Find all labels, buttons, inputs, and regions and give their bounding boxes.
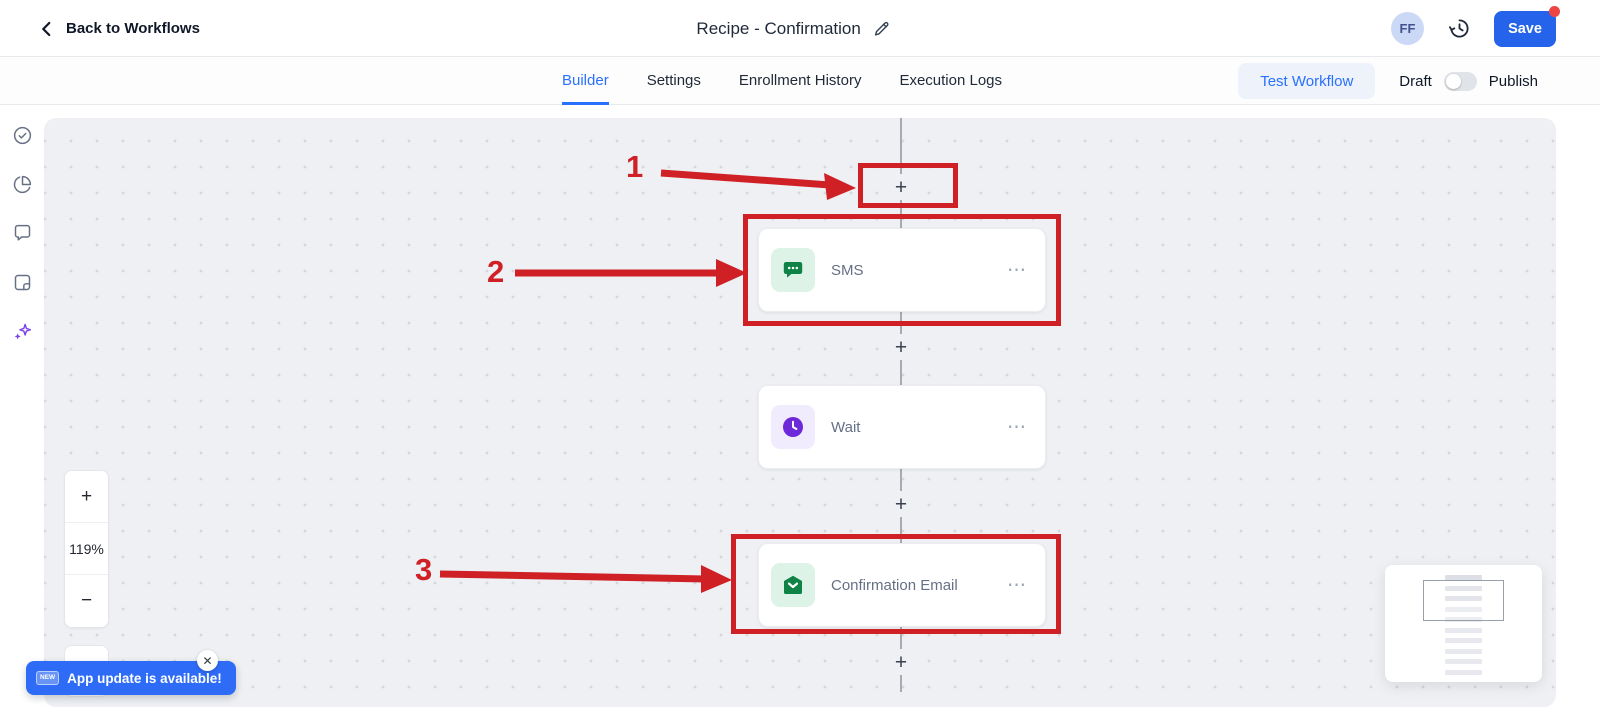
- sparkles-icon: [12, 321, 33, 342]
- toggle-knob: [1445, 73, 1461, 89]
- notes-button[interactable]: [11, 271, 33, 293]
- node-confirmation-email[interactable]: Confirmation Email ⋯: [758, 543, 1046, 627]
- minimap-node-bars: [1445, 575, 1482, 675]
- email-icon: [771, 563, 815, 607]
- chevron-left-icon: [38, 20, 56, 38]
- node-menu-ellipsis-icon[interactable]: ⋯: [1007, 259, 1027, 281]
- workflow-title: Recipe - Confirmation: [696, 18, 861, 38]
- zoom-out-button[interactable]: −: [65, 575, 108, 627]
- ai-assistant-button[interactable]: [11, 320, 33, 342]
- tab-enrollment-history[interactable]: Enrollment History: [738, 72, 862, 89]
- tab-execution-logs[interactable]: Execution Logs: [899, 72, 1003, 89]
- node-label: Wait: [831, 418, 861, 436]
- annotation-number-1: 1: [626, 149, 644, 184]
- minimap-viewport[interactable]: [1423, 580, 1504, 621]
- history-clock-icon: [1448, 17, 1471, 40]
- workflow-tab-bar: Builder Settings Enrollment History Exec…: [0, 57, 1600, 105]
- publish-label: Publish: [1488, 72, 1538, 90]
- chat-bubble-icon: [12, 223, 33, 244]
- notification-close-icon[interactable]: ✕: [197, 650, 218, 671]
- node-label: Confirmation Email: [831, 576, 958, 594]
- back-to-workflows-button[interactable]: Back to Workflows: [38, 0, 200, 57]
- edit-title-pencil-icon[interactable]: [873, 19, 892, 38]
- add-step-button-top[interactable]: +: [888, 174, 914, 200]
- add-step-button-after-sms[interactable]: +: [888, 334, 914, 360]
- back-label: Back to Workflows: [66, 20, 200, 37]
- node-sms[interactable]: SMS ⋯: [758, 228, 1046, 312]
- node-label: SMS: [831, 261, 864, 279]
- workflow-canvas[interactable]: + + + + SMS ⋯ Wait ⋯ Confirmation Email: [44, 118, 1556, 707]
- node-wait[interactable]: Wait ⋯: [758, 385, 1046, 469]
- top-bar: Back to Workflows Recipe - Confirmation …: [0, 0, 1600, 57]
- tab-builder[interactable]: Builder: [562, 57, 609, 105]
- save-button[interactable]: Save: [1494, 5, 1560, 47]
- sms-icon: [771, 248, 815, 292]
- draft-label: Draft: [1399, 72, 1432, 90]
- version-history-button[interactable]: [1446, 16, 1472, 42]
- stats-button[interactable]: [11, 173, 33, 195]
- node-menu-ellipsis-icon[interactable]: ⋯: [1007, 574, 1027, 596]
- notification-message: App update is available!: [67, 670, 222, 686]
- note-square-icon: [12, 272, 33, 293]
- zoom-controls: + 119% −: [64, 470, 109, 628]
- checklist-button[interactable]: [11, 124, 33, 146]
- minimap[interactable]: [1385, 565, 1542, 682]
- tabs: Builder Settings Enrollment History Exec…: [562, 57, 1002, 105]
- workflow-title-wrap: Recipe - Confirmation: [696, 0, 891, 57]
- new-badge: NEW: [36, 670, 60, 686]
- zoom-in-button[interactable]: +: [65, 471, 108, 523]
- add-step-button-bottom[interactable]: +: [888, 649, 914, 675]
- unsaved-changes-dot: [1549, 5, 1560, 17]
- comments-button[interactable]: [11, 222, 33, 244]
- node-menu-ellipsis-icon[interactable]: ⋯: [1007, 416, 1027, 438]
- publish-toggle[interactable]: [1443, 71, 1477, 91]
- test-workflow-button[interactable]: Test Workflow: [1238, 63, 1376, 99]
- annotation-number-2: 2: [487, 254, 505, 289]
- zoom-level: 119%: [65, 523, 108, 575]
- tab-settings[interactable]: Settings: [646, 72, 701, 89]
- left-icon-rail: [0, 105, 44, 722]
- app-update-notification[interactable]: NEW App update is available!: [26, 661, 236, 695]
- pie-chart-icon: [12, 174, 33, 195]
- check-circle-icon: [12, 125, 33, 146]
- clock-icon: [771, 405, 815, 449]
- annotation-number-3: 3: [415, 552, 433, 587]
- add-step-button-after-wait[interactable]: +: [888, 491, 914, 517]
- avatar[interactable]: FF: [1391, 12, 1424, 45]
- publish-controls: Test Workflow Draft Publish: [1238, 57, 1538, 105]
- top-bar-right: FF Save: [1391, 0, 1560, 57]
